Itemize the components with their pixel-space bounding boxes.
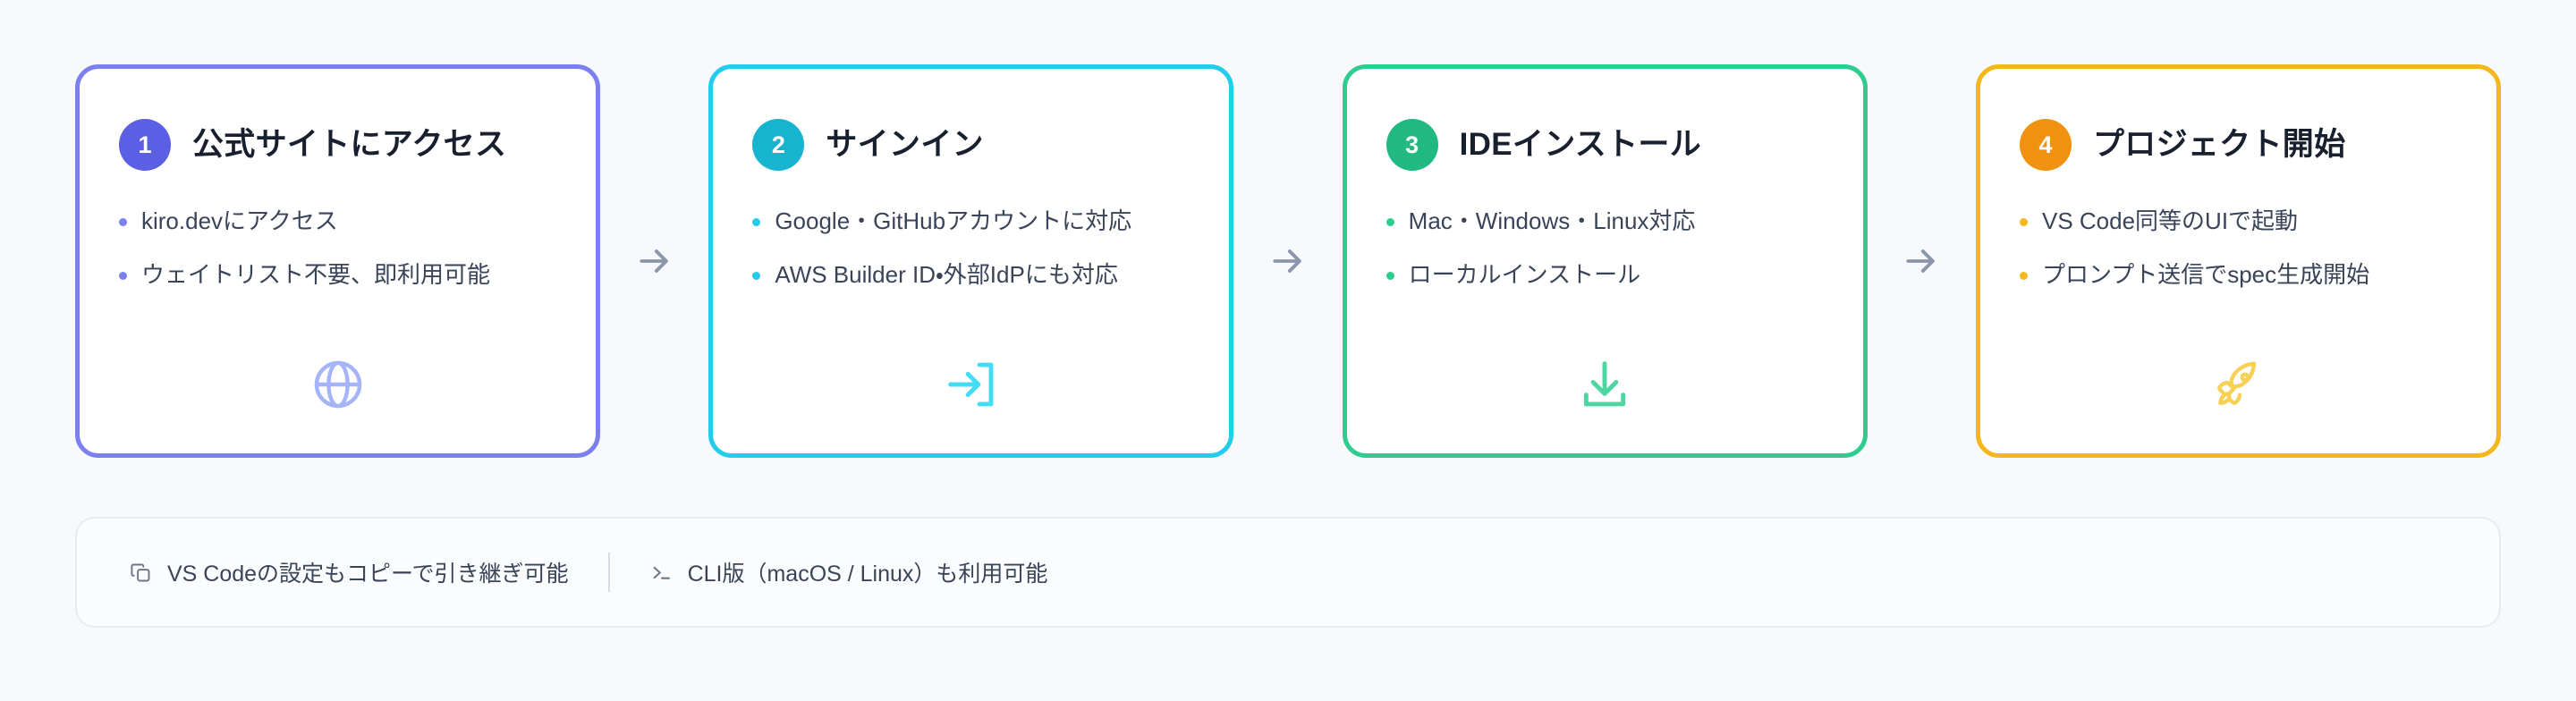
list-item: Google・GitHubアカウントに対応 — [752, 207, 1190, 237]
bullet-text: VS Code同等のUIで起動 — [2041, 207, 2299, 234]
step-number-badge: 4 — [2019, 119, 2072, 171]
bullet-dot-icon — [1385, 271, 1394, 280]
step-card-3[interactable]: 3 IDEインストール Mac・Windows・Linux対応 ローカルインスト… — [1342, 64, 1868, 458]
step-icon-wrap — [119, 357, 556, 427]
arrow-right-icon — [640, 249, 668, 273]
arrow-right-icon — [1273, 249, 1301, 273]
list-item: プロンプト送信でspec生成開始 — [2019, 260, 2457, 291]
step-bullet-list: kiro.devにアクセス ウェイトリスト不要、即利用可能 — [119, 207, 556, 291]
bullet-text: ローカルインストール — [1408, 260, 1641, 288]
bullet-dot-icon — [2019, 271, 2028, 280]
step-card-header: 4 プロジェクト開始 — [2019, 119, 2457, 171]
sign-in-icon — [948, 362, 994, 407]
list-item: ローカルインストール — [1385, 260, 1824, 291]
bullet-text: Mac・Windows・Linux対応 — [1408, 207, 1696, 234]
step-bullet-list: VS Code同等のUIで起動 プロンプト送信でspec生成開始 — [2019, 207, 2457, 291]
note-text: VS Codeの設定もコピーで引き継ぎ可能 — [167, 562, 569, 587]
copy-icon — [131, 563, 150, 581]
bullet-text: kiro.devにアクセス — [141, 207, 338, 234]
connector-2-3 — [1233, 64, 1342, 458]
step-card-4[interactable]: 4 プロジェクト開始 VS Code同等のUIで起動 プロンプト送信でspec生… — [1975, 64, 2501, 458]
terminal-icon — [653, 566, 670, 579]
bullet-text: ウェイトリスト不要、即利用可能 — [141, 260, 491, 288]
step-title: 公式サイトにアクセス — [192, 126, 507, 162]
bullet-text: Google・GitHubアカウントに対応 — [775, 207, 1132, 234]
step-title: サインイン — [826, 126, 984, 162]
arrow-right-icon — [1906, 249, 1936, 273]
note-bar: VS Codeの設定もコピーで引き継ぎ可能 CLI版（macOS / Linux… — [75, 517, 2501, 628]
bullet-text: AWS Builder ID・外部IdPにも対応 — [775, 260, 1118, 288]
step-title: プロジェクト開始 — [2092, 126, 2346, 162]
list-item: Mac・Windows・Linux対応 — [1385, 207, 1824, 237]
step-card-header: 2 サインイン — [752, 119, 1190, 171]
connector-3-4 — [1868, 64, 1976, 458]
step-bullet-list: Mac・Windows・Linux対応 ローカルインストール — [1385, 207, 1824, 291]
step-card-header: 1 公式サイトにアクセス — [119, 119, 556, 171]
bullet-dot-icon — [1385, 218, 1394, 226]
list-item: VS Code同等のUIで起動 — [2019, 207, 2457, 237]
note-item-cli: CLI版（macOS / Linux）も利用可能 — [649, 556, 1048, 588]
step-number-badge: 1 — [119, 119, 171, 171]
bullet-dot-icon — [2019, 218, 2028, 226]
note-divider — [607, 553, 610, 592]
list-item: AWS Builder ID・外部IdPにも対応 — [752, 260, 1190, 291]
step-card-1[interactable]: 1 公式サイトにアクセス kiro.devにアクセス ウェイトリスト不要、即利用… — [75, 64, 600, 458]
bullet-dot-icon — [119, 218, 127, 226]
globe-icon — [314, 360, 361, 409]
step-icon-wrap — [752, 357, 1190, 427]
bullet-text: プロンプト送信でspec生成開始 — [2041, 260, 2370, 288]
list-item: kiro.devにアクセス — [119, 207, 556, 237]
step-title: IDEインストール — [1459, 126, 1702, 162]
list-item: ウェイトリスト不要、即利用可能 — [119, 260, 556, 291]
bullet-dot-icon — [752, 218, 761, 226]
step-bullet-list: Google・GitHubアカウントに対応 AWS Builder ID・外部I… — [752, 207, 1190, 291]
bullet-dot-icon — [119, 271, 127, 280]
step-icon-wrap — [2020, 357, 2457, 427]
step-number-badge: 3 — [1385, 119, 1438, 171]
steps-row: 1 公式サイトにアクセス kiro.devにアクセス ウェイトリスト不要、即利用… — [75, 64, 2501, 458]
connector-1-2 — [600, 64, 708, 458]
step-number-badge: 2 — [752, 119, 805, 171]
note-text: CLI版（macOS / Linux）も利用可能 — [687, 562, 1048, 587]
rocket-icon — [2217, 361, 2257, 406]
bullet-dot-icon — [752, 271, 761, 280]
step-card-2[interactable]: 2 サインイン Google・GitHubアカウントに対応 AWS Builde… — [708, 64, 1234, 458]
step-icon-wrap — [1386, 357, 1824, 427]
download-icon — [1584, 361, 1626, 407]
note-item-vscode-settings: VS Codeの設定もコピーで引き継ぎ可能 — [129, 556, 569, 588]
step-card-header: 3 IDEインストール — [1385, 119, 1824, 171]
